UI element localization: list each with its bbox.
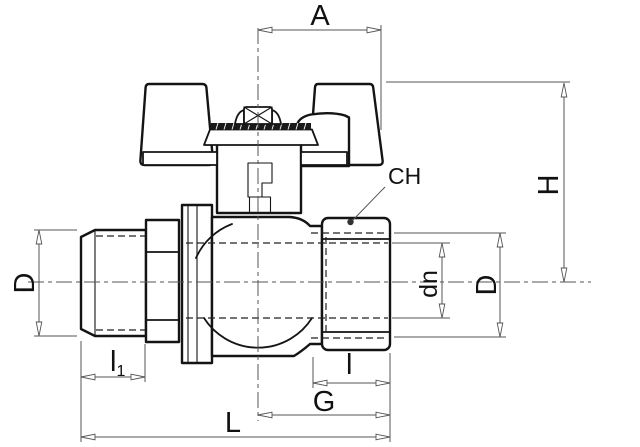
ball-arc-upper-left [195, 223, 233, 259]
male-thread-end [79, 228, 148, 338]
gland-tab-left [142, 151, 218, 166]
union-nut [320, 216, 392, 352]
centerlines [28, 28, 591, 421]
dim-l1-label: l1 [110, 346, 125, 380]
dim-h-label: H [533, 175, 565, 196]
dim-g: G [257, 353, 391, 442]
bonnet [215, 131, 303, 215]
dim-a: A [257, 0, 382, 130]
hex-adapter [144, 218, 181, 344]
dim-g-label: G [313, 386, 336, 418]
dim-d-left: D [9, 229, 77, 337]
bonnet-assembly [142, 106, 348, 215]
leader-dot [347, 218, 354, 226]
dim-d-right: D [394, 232, 506, 338]
dim-l-total-label: L [225, 407, 241, 439]
dim-ch: CH [347, 163, 421, 226]
body-barrel [210, 215, 324, 358]
dim-dn-label: dn [415, 270, 443, 298]
dim-d-right-label: D [471, 275, 503, 296]
dim-l-label: l [346, 349, 352, 381]
valve-body [79, 203, 392, 365]
gland-tab-right [300, 151, 348, 166]
dim-l: l [312, 349, 391, 388]
handle-base-plate [203, 128, 319, 146]
hidden-lines [96, 232, 388, 339]
dim-l-total: L [80, 407, 391, 441]
dim-ch-label: CH [388, 163, 421, 189]
dim-dn: dn [392, 242, 450, 319]
dim-h: H [386, 81, 570, 283]
dim-d-left-label: D [9, 273, 41, 294]
dim-l1: l1 [80, 341, 146, 442]
dim-a-label: A [310, 0, 330, 32]
